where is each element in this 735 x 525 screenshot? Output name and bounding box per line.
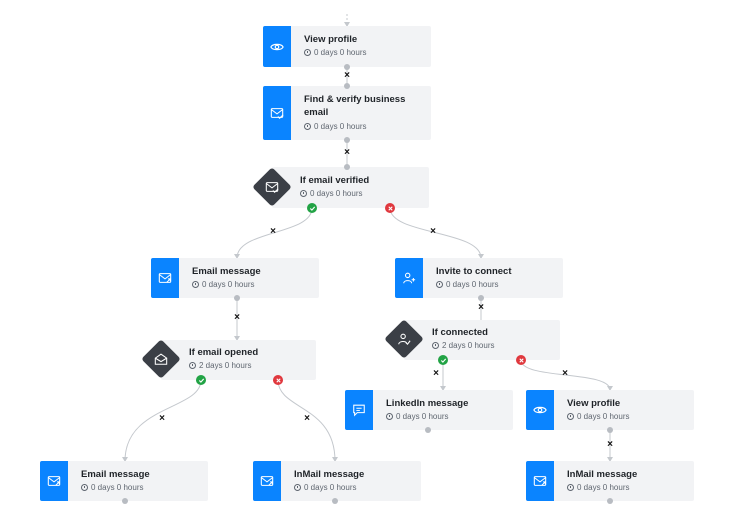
mail-send-icon (253, 461, 281, 501)
step-title: Invite to connect (436, 266, 512, 277)
condition-delay: 2 days 0 hours (189, 361, 251, 370)
delete-connection-button[interactable]: × (562, 368, 568, 379)
delete-connection-button[interactable]: × (344, 70, 350, 81)
step-title-line2: email (304, 107, 329, 118)
step-view-profile[interactable]: View profile 0 days 0 hours (263, 26, 431, 67)
delete-connection-button[interactable]: × (344, 147, 350, 158)
step-title: Email message (192, 266, 261, 277)
step-delay: 0 days 0 hours (192, 280, 254, 289)
clock-icon (300, 190, 307, 197)
step-title: Find & verify business (304, 94, 406, 105)
check-icon (198, 378, 204, 383)
output-port[interactable] (607, 498, 613, 504)
condition-title: If connected (432, 327, 488, 338)
clock-icon (304, 49, 311, 56)
step-inmail-message[interactable]: InMail message 0 days 0 hours (253, 461, 421, 501)
condition-delay: 2 days 0 hours (432, 341, 494, 350)
clock-icon (294, 484, 301, 491)
mail-send-icon (40, 461, 68, 501)
mail-open-icon (154, 353, 168, 365)
step-title: View profile (304, 34, 358, 45)
step-delay: 0 days 0 hours (304, 48, 366, 57)
step-title: LinkedIn message (386, 398, 469, 409)
input-port[interactable] (344, 83, 350, 89)
mail-send-icon (526, 461, 554, 501)
clock-icon (189, 362, 196, 369)
clock-icon (386, 413, 393, 420)
delete-connection-button[interactable]: × (159, 413, 165, 424)
step-delay: 0 days 0 hours (386, 412, 448, 421)
delete-connection-button[interactable]: × (234, 312, 240, 323)
user-check-icon (398, 333, 411, 346)
step-email-message[interactable]: Email message 0 days 0 hours (40, 461, 208, 501)
yes-branch-badge (438, 355, 448, 365)
step-linkedin-message[interactable]: LinkedIn message 0 days 0 hours (345, 390, 513, 430)
step-delay: 0 days 0 hours (294, 483, 356, 492)
output-port[interactable] (478, 295, 484, 301)
check-icon (309, 206, 315, 211)
step-delay: 0 days 0 hours (304, 122, 366, 131)
condition-title: If email opened (189, 347, 259, 358)
x-icon (387, 205, 393, 211)
x-icon (518, 357, 524, 363)
step-email-message[interactable]: Email message 0 days 0 hours (151, 258, 319, 298)
condition-delay: 0 days 0 hours (300, 189, 362, 198)
step-delay: 0 days 0 hours (567, 412, 629, 421)
delete-connection-button[interactable]: × (270, 226, 276, 237)
output-port[interactable] (234, 295, 240, 301)
delete-connection-button[interactable]: × (433, 368, 439, 379)
delete-connection-button[interactable]: × (430, 226, 436, 237)
mail-check-icon (263, 86, 291, 140)
check-icon (440, 358, 446, 363)
clock-icon (567, 484, 574, 491)
step-delay: 0 days 0 hours (436, 280, 498, 289)
condition-if-email-verified[interactable]: If email verified 0 days 0 hours (272, 167, 429, 208)
yes-branch-badge (307, 203, 317, 213)
no-branch-badge (273, 375, 283, 385)
clock-icon (436, 281, 443, 288)
delete-connection-button[interactable]: × (304, 413, 310, 424)
clock-icon (192, 281, 199, 288)
condition-if-email-opened[interactable]: If email opened 2 days 0 hours (161, 340, 316, 380)
input-port[interactable] (344, 164, 350, 170)
step-inmail-message[interactable]: InMail message 0 days 0 hours (526, 461, 694, 501)
delete-connection-button[interactable]: × (607, 439, 613, 450)
eye-icon (526, 390, 554, 430)
clock-icon (432, 342, 439, 349)
step-title: View profile (567, 398, 621, 409)
step-title: InMail message (567, 469, 638, 480)
output-port[interactable] (344, 64, 350, 70)
no-branch-badge (385, 203, 395, 213)
output-port[interactable] (425, 427, 431, 433)
output-port[interactable] (122, 498, 128, 504)
user-plus-icon (395, 258, 423, 298)
output-port[interactable] (332, 498, 338, 504)
yes-branch-badge (196, 375, 206, 385)
clock-icon (81, 484, 88, 491)
eye-icon (263, 26, 291, 67)
output-port[interactable] (344, 137, 350, 143)
step-invite-to-connect[interactable]: Invite to connect 0 days 0 hours (395, 258, 563, 298)
clock-icon (304, 123, 311, 130)
mail-send-icon (151, 258, 179, 298)
condition-if-connected[interactable]: If connected 2 days 0 hours (404, 320, 560, 360)
step-delay: 0 days 0 hours (81, 483, 143, 492)
no-branch-badge (516, 355, 526, 365)
step-find-verify-email[interactable]: Find & verify business email 0 days 0 ho… (263, 86, 431, 140)
step-title: InMail message (294, 469, 365, 480)
output-port[interactable] (607, 427, 613, 433)
chat-icon (345, 390, 373, 430)
x-icon (275, 377, 281, 383)
condition-title: If email verified (300, 175, 370, 186)
step-delay: 0 days 0 hours (567, 483, 629, 492)
step-view-profile[interactable]: View profile 0 days 0 hours (526, 390, 694, 430)
delete-connection-button[interactable]: × (478, 302, 484, 313)
mail-check-icon (265, 182, 279, 193)
clock-icon (567, 413, 574, 420)
step-title: Email message (81, 469, 150, 480)
